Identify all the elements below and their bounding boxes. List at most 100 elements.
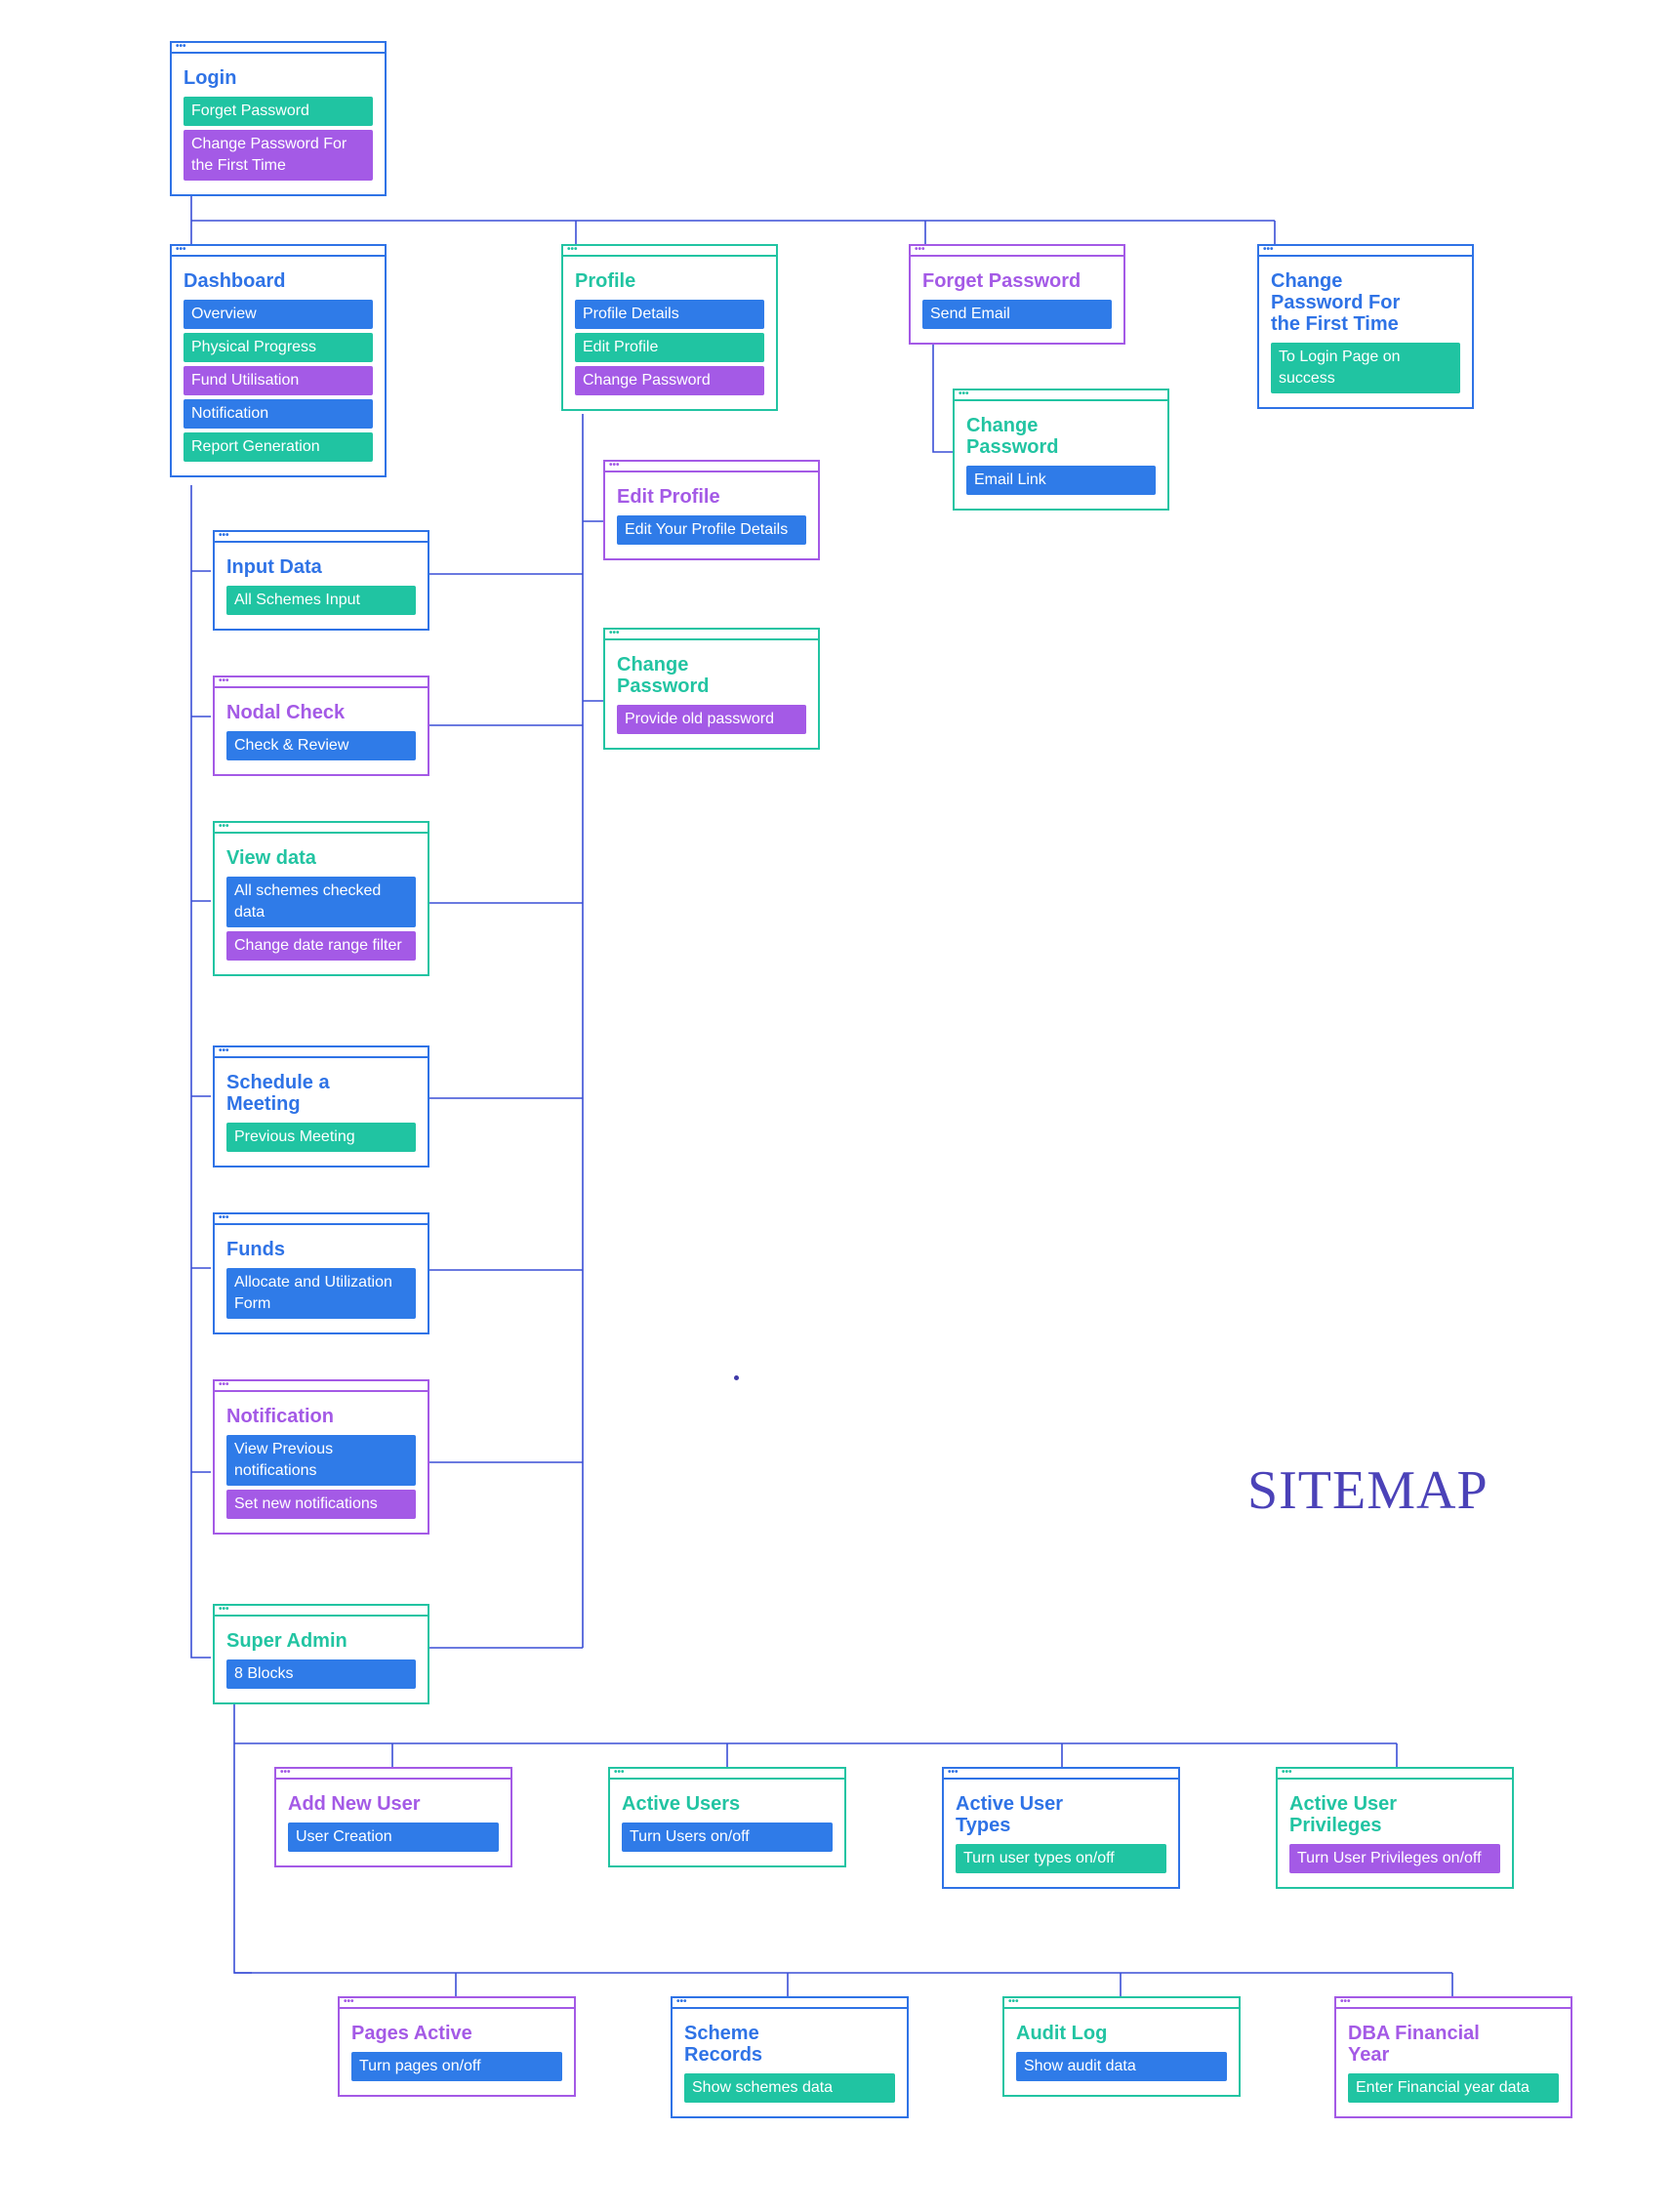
card-title: Nodal Check [226,702,346,723]
window-dots-icon: ••• [1340,1996,1351,2007]
window-dots-icon: ••• [280,1767,291,1778]
card-item: Show schemes data [684,2073,895,2103]
sitemap-title: SITEMAP [1247,1460,1489,1521]
card-title: Login [184,67,237,89]
window-bar: ••• [172,244,385,257]
card-item: To Login Page on success [1271,343,1460,393]
decorative-dot [734,1375,739,1380]
card-title: Audit Log [1016,2023,1108,2044]
window-bar: ••• [215,1212,428,1225]
card-item: Report Generation [184,432,373,462]
card-item: Profile Details [575,300,764,329]
card-item: Provide old password [617,705,806,734]
card-item: Check & Review [226,731,416,760]
card-title: Super Admin [226,1630,347,1652]
card-item: Turn pages on/off [351,2052,562,2081]
card-title: Funds [226,1239,285,1260]
window-bar: ••• [605,461,818,472]
card-title: Change Password For the First Time [1271,270,1401,335]
window-dots-icon: ••• [567,244,578,255]
window-dots-icon: ••• [219,821,229,832]
card-title: Change Password [617,654,710,697]
window-dots-icon: ••• [219,1045,229,1056]
window-dots-icon: ••• [219,676,229,686]
card-item: Fund Utilisation [184,366,373,395]
window-bar: ••• [911,244,1123,257]
card-item: Show audit data [1016,2052,1227,2081]
card-item: Send Email [922,300,1112,329]
card-title: Edit Profile [617,486,720,508]
card-item: Turn User Privileges on/off [1289,1844,1500,1873]
card-change-password-first: ••• Change Password For the First Time To … [1257,244,1474,409]
window-bar: ••• [673,1996,907,2009]
card-item: Previous Meeting [226,1123,416,1152]
window-bar: ••• [215,530,428,543]
window-dots-icon: ••• [219,1212,229,1223]
card-title: Active Users [622,1793,741,1815]
card-title: Input Data [226,556,322,578]
card-item: Turn user types on/off [956,1844,1166,1873]
window-bar: ••• [610,1767,844,1780]
card-item: All Schemes Input [226,586,416,615]
window-dots-icon: ••• [614,1767,625,1778]
window-bar: ••• [1259,244,1472,257]
window-bar: ••• [340,1997,574,2009]
card-item: Change Password For the First Time [184,130,373,181]
card-title: Active User Types [956,1793,1064,1836]
window-bar: ••• [215,1379,428,1392]
card-item: Forget Password [184,97,373,126]
card-title: Notification [226,1406,334,1427]
card-item: Allocate and Utilization Form [226,1268,416,1319]
card-item: All schemes checked data [226,877,416,927]
card-title: Forget Password [922,270,1081,292]
card-super-admin: ••• Super Admin 8 Blocks [213,1604,429,1704]
card-title: Profile [575,270,636,292]
window-dots-icon: ••• [1282,1767,1292,1778]
card-item: Change date range filter [226,931,416,961]
window-dots-icon: ••• [219,1379,229,1390]
window-dots-icon: ••• [676,1996,687,2007]
window-dots-icon: ••• [176,244,186,255]
window-dots-icon: ••• [219,1604,229,1615]
window-bar: ••• [944,1768,1178,1780]
window-dots-icon: ••• [1263,244,1274,255]
card-item: User Creation [288,1823,499,1852]
window-bar: ••• [1336,1996,1571,2009]
window-dots-icon: ••• [1008,1996,1019,2007]
window-bar: ••• [1004,1996,1239,2009]
window-bar: ••• [215,821,428,834]
window-dots-icon: ••• [915,244,925,255]
window-bar: ••• [276,1767,510,1780]
card-title: Add New User [288,1793,421,1815]
card-title: Active User Privileges [1289,1793,1398,1836]
window-dots-icon: ••• [176,41,186,52]
card-title: Dashboard [184,270,286,292]
window-bar: ••• [215,1045,428,1058]
window-bar: ••• [955,389,1167,401]
window-dots-icon: ••• [609,628,620,638]
card-title: Pages Active [351,2023,472,2044]
card-item: Enter Financial year data [1348,2073,1559,2103]
card-item: 8 Blocks [226,1659,416,1689]
window-bar: ••• [172,41,385,54]
card-item: Change Password [575,366,764,395]
window-dots-icon: ••• [219,530,229,541]
